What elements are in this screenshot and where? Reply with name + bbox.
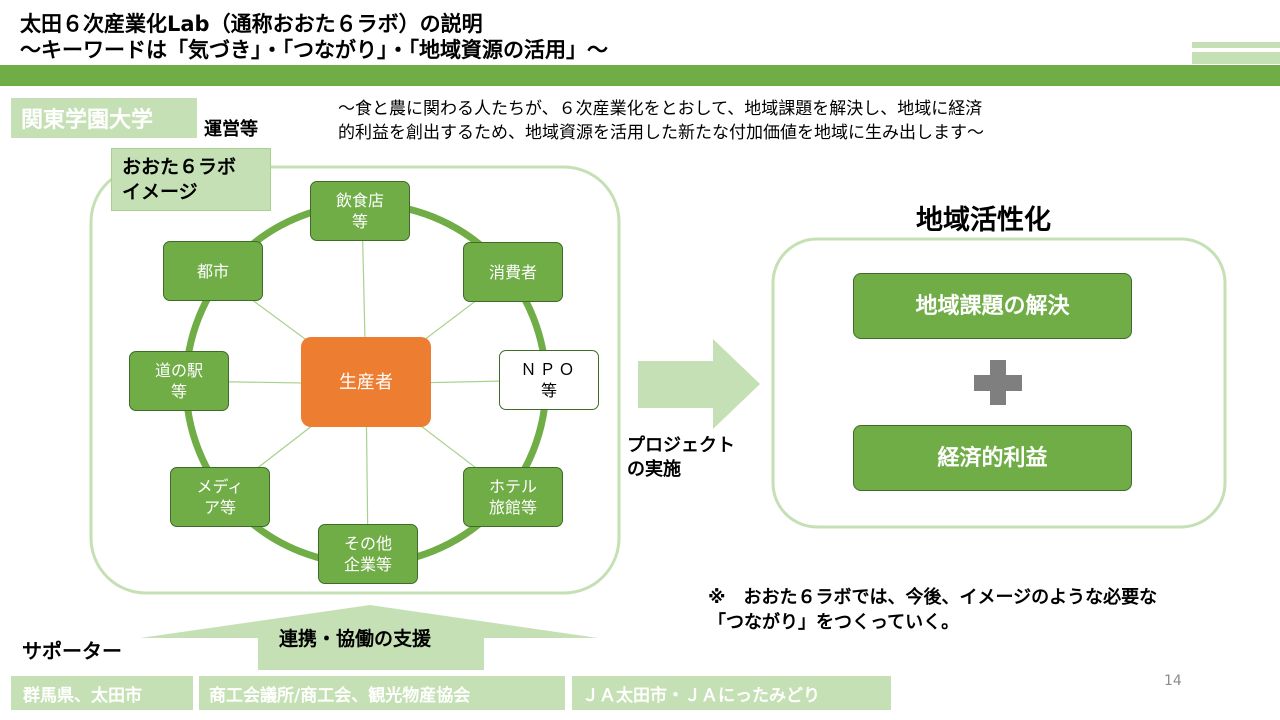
producer-node: 生産者 xyxy=(301,337,431,427)
outcome-economic-benefit: 経済的利益 xyxy=(853,425,1132,491)
project-label-line-2: の実施 xyxy=(627,459,681,480)
node-roadside-line-1: 道の駅 xyxy=(154,361,203,380)
node-city-line-1: 都市 xyxy=(196,261,229,281)
plus-icon xyxy=(974,360,1022,405)
supporter-org-commerce: 商工会議所/商工会、観光物産協会 xyxy=(199,676,565,710)
node-media: メディア等 xyxy=(170,467,270,527)
node-other: その他企業等 xyxy=(318,524,418,584)
support-arrow xyxy=(140,605,598,670)
node-city: 都市 xyxy=(163,241,263,301)
node-roadside-station: 道の駅等 xyxy=(129,351,229,411)
supporter-label: サポーター xyxy=(22,639,122,663)
university-role: 運営等 xyxy=(204,119,258,140)
node-restaurant: 飲食店等 xyxy=(310,181,410,241)
node-restaurant-line-2: 等 xyxy=(351,212,368,231)
node-roadside-line-2: 等 xyxy=(170,382,187,401)
image-label-line-1: おおた６ラボ xyxy=(122,155,237,178)
node-consumer: 消費者 xyxy=(463,242,563,302)
mission-line-2: 的利益を創出するため、地域資源を活用した新たな付加価値を地域に生み出します～ xyxy=(338,123,984,143)
image-label-line-2: イメージ xyxy=(122,180,198,203)
node-restaurant-line-1: 飲食店 xyxy=(335,191,384,210)
page-subtitle: ～キーワードは「気づき」・「つながり」・「地域資源の活用」～ xyxy=(20,38,608,62)
node-hotel-line-2: 旅館等 xyxy=(488,498,537,517)
note-line-1: ※ おおた６ラボでは、今後、イメージのような必要な xyxy=(708,587,1158,608)
supporter-org-gunma-ota: 群馬県、太田市 xyxy=(11,676,193,710)
right-arrow xyxy=(638,339,760,429)
image-label: おおた６ラボ イメージ xyxy=(111,148,271,211)
page-number: 14 xyxy=(1164,673,1182,689)
outcome-regional-issues: 地域課題の解決 xyxy=(853,273,1132,339)
node-npo-line-2: 等 xyxy=(540,381,557,400)
header-accent-band-lower xyxy=(1192,52,1280,64)
node-other-line-1: その他 xyxy=(343,534,392,553)
header-green-bar xyxy=(0,65,1280,86)
project-label-line-1: プロジェクト xyxy=(627,435,735,456)
outcome-title: 地域活性化 xyxy=(916,205,1051,236)
mission-line-1: ～食と農に関わる人たちが、６次産業化をとおして、地域課題を解決し、地域に経済 xyxy=(338,99,983,119)
node-npo-line-1: ＮＰＯ xyxy=(520,360,578,379)
node-consumer-line-1: 消費者 xyxy=(488,262,537,282)
node-hotel-line-1: ホテル xyxy=(488,477,537,496)
note-line-2: 「つながり」をつくっていく。 xyxy=(708,612,960,633)
header-accent-band xyxy=(1192,42,1280,48)
support-arrow-label: 連携・協働の支援 xyxy=(279,628,432,650)
node-media-line-2: ア等 xyxy=(203,498,236,517)
node-media-line-1: メディ xyxy=(196,477,244,496)
node-npo: ＮＰＯ 等 xyxy=(499,350,599,410)
page-title: 太田６次産業化Lab（通称おおた６ラボ）の説明 xyxy=(20,12,483,36)
supporter-org-ja: ＪＡ太田市・ＪＡにったみどり xyxy=(572,676,891,710)
university-label: 関東学園大学 xyxy=(11,98,197,138)
node-other-line-2: 企業等 xyxy=(343,555,392,574)
node-hotel: ホテル旅館等 xyxy=(463,467,563,527)
